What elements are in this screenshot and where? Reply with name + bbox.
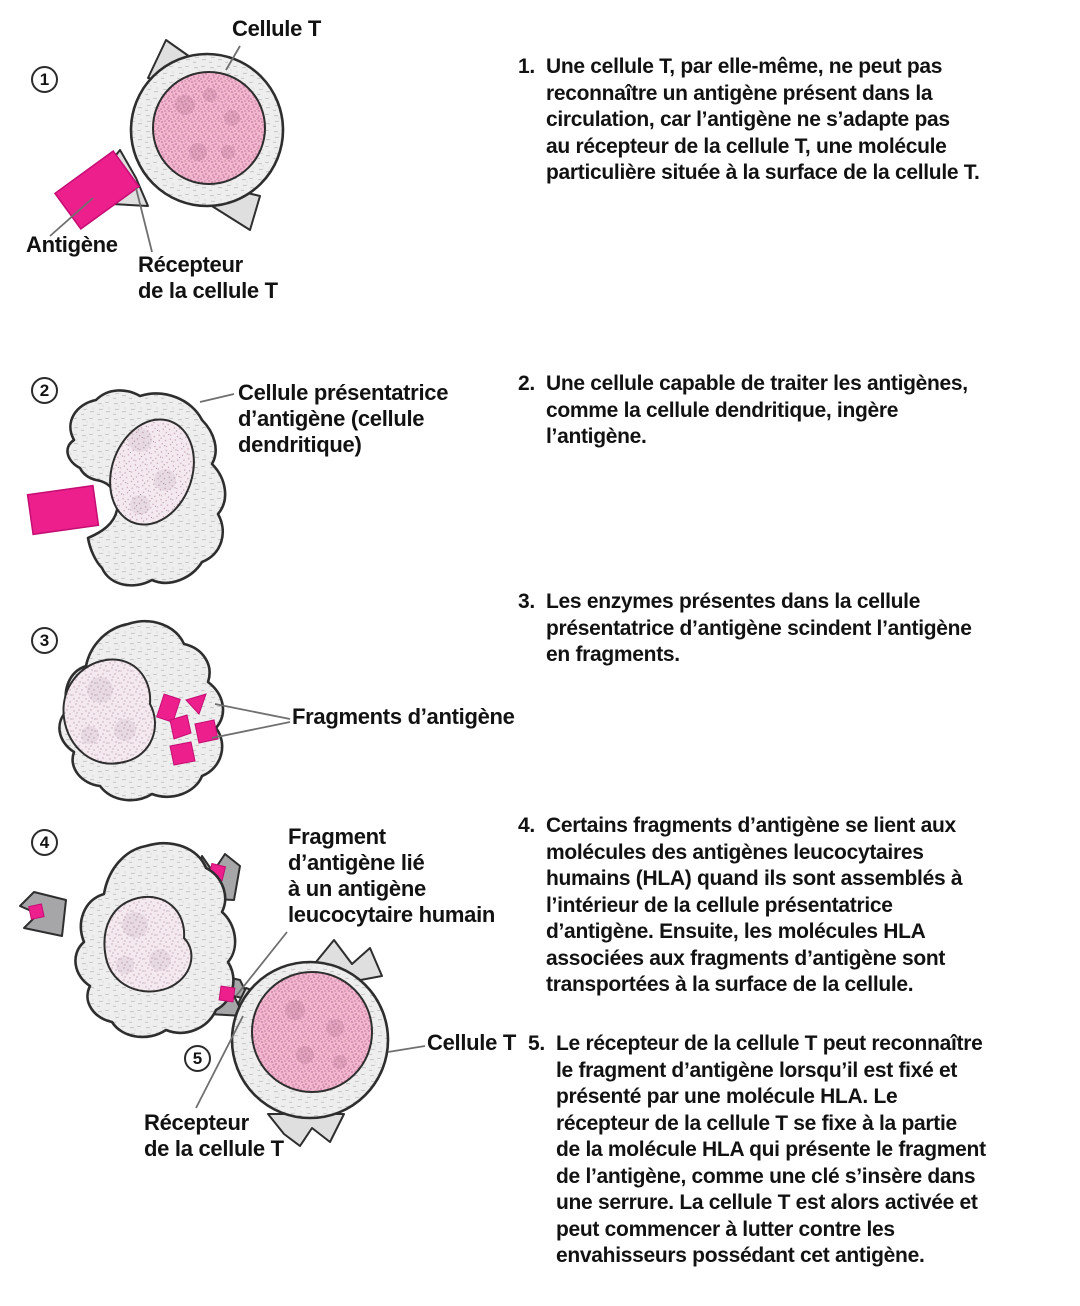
pointer-cellule-t-1 (225, 45, 241, 71)
label-fragment-lie: Fragment d’antigène lié à un antigène le… (288, 824, 496, 927)
antigen-being-ingested (26, 484, 100, 536)
step4-hla-group (19, 841, 288, 1039)
tcell5-nucleus (251, 971, 373, 1093)
step2-dendritic-group (26, 389, 235, 587)
pointer-cellule-t-5 (387, 1045, 426, 1053)
label-antigene: Antigène (26, 232, 118, 257)
apc2-nucleus-blotches (128, 428, 176, 515)
fragment-on-hla-left (28, 903, 45, 920)
pointer-recepteur-5 (195, 1015, 244, 1109)
step2-paragraph: 2. Une cellule capable de traiter les an… (518, 371, 1070, 451)
tcell1-nucleus-blotches (175, 88, 240, 161)
step3-fragments-group (58, 619, 291, 802)
label-cellule-t-5: Cellule T (427, 1030, 516, 1055)
step3-paragraph: 3. Les enzymes présentes dans la cellule… (518, 589, 1070, 669)
step5-tcell-group (195, 939, 426, 1147)
label-presentatrice: Cellule présentatrice d’antigène (cellul… (238, 380, 449, 457)
tcell5-membrane-flap-bottom (267, 1113, 345, 1147)
step5-paragraph-number: 5. (528, 1032, 545, 1055)
label-fragments: Fragments d’antigène (292, 704, 515, 729)
step4-paragraph-body: Certains fragments d’antigène se lient a… (546, 814, 963, 996)
step2-paragraph-body: Une cellule capable de traiter les antig… (546, 372, 968, 448)
step2-paragraph-number: 2. (518, 372, 535, 395)
step3-paragraph-number: 3. (518, 590, 535, 613)
step1-paragraph-body: Une cellule T, par elle-même, ne peut pa… (546, 55, 980, 184)
step5-number-circle: 5 (184, 1045, 211, 1072)
step4-paragraph: 4. Certains fragments d’antigène se lien… (518, 813, 1070, 999)
antigen-free (53, 149, 141, 231)
tcell1-nucleus (152, 71, 266, 185)
apc3-nucleus-blotches (81, 677, 136, 744)
step4-number-circle: 4 (31, 829, 58, 856)
pointer-presentatrice (199, 393, 235, 403)
step3-paragraph-body: Les enzymes présentes dans la cellule pr… (546, 590, 972, 666)
pointer-fragments-2 (211, 721, 291, 739)
pointer-fragments-1 (214, 703, 291, 720)
apc2-nucleus (109, 418, 195, 526)
apc4-nucleus (103, 895, 193, 993)
step1-tcell-group (49, 39, 285, 253)
apc3-nucleus (62, 658, 156, 765)
step5-paragraph-body: Le récepteur de la cellule T peut reconn… (556, 1032, 986, 1267)
label-recepteur-1: Récepteur de la cellule T (138, 252, 278, 303)
pointer-fragment-lie (235, 931, 288, 997)
step1-paragraph: 1. Une cellule T, par elle-même, ne peut… (518, 54, 1070, 187)
tcell5-nucleus-blotches (285, 1000, 347, 1069)
label-recepteur-5: Récepteur de la cellule T (144, 1110, 284, 1161)
fragment-on-hla-bottom (218, 985, 236, 1003)
step2-number-circle: 2 (31, 377, 58, 404)
step1-paragraph-number: 1. (518, 55, 535, 78)
pointer-antigene (49, 197, 94, 237)
step1-number-circle: 1 (31, 66, 58, 93)
step3-number-circle: 3 (31, 627, 58, 654)
pointer-recepteur-1 (135, 187, 153, 253)
label-cellule-t-1: Cellule T (232, 16, 321, 41)
step4-paragraph-number: 4. (518, 814, 535, 837)
apc4-nucleus-blotches (116, 912, 171, 974)
diagram-artwork (19, 39, 426, 1147)
step5-paragraph: 5. Le récepteur de la cellule T peut rec… (528, 1031, 1073, 1270)
